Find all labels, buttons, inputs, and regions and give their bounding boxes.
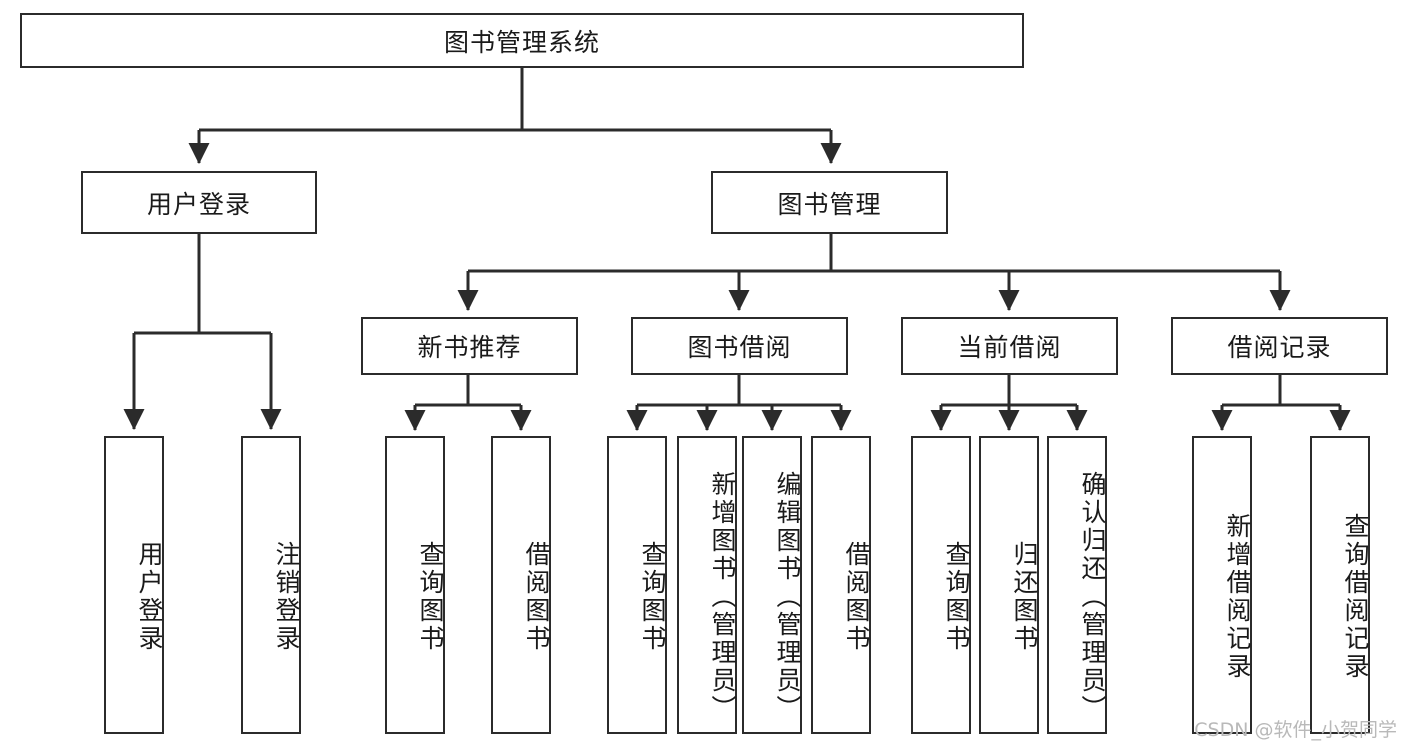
node-book-manage[interactable]: 图书管理 (711, 171, 948, 234)
node-user-login[interactable]: 用户登录 (81, 171, 317, 234)
node-leaf-edit-book-admin[interactable]: 编辑图书（管理员） (742, 436, 802, 734)
node-leaf-logout-login-label: 注销登录 (272, 541, 301, 653)
node-leaf-borrow-book-1-label: 借阅图书 (522, 541, 551, 653)
node-leaf-query-borrow-record[interactable]: 查询借阅记录 (1310, 436, 1370, 734)
node-root[interactable]: 图书管理系统 (20, 13, 1024, 68)
node-user-login-label: 用户登录 (146, 189, 251, 219)
node-leaf-borrow-book-1[interactable]: 借阅图书 (491, 436, 551, 734)
node-leaf-add-book-admin-label: 新增图书（管理员） (708, 471, 737, 723)
node-leaf-edit-book-admin-label: 编辑图书（管理员） (773, 471, 802, 723)
node-leaf-query-book-3-label: 查询图书 (942, 541, 971, 653)
node-book-borrow[interactable]: 图书借阅 (631, 317, 848, 375)
node-leaf-query-book-3[interactable]: 查询图书 (911, 436, 971, 734)
csdn-watermark: CSDN @软件_小贺同学 (1194, 719, 1397, 741)
node-leaf-add-borrow-record[interactable]: 新增借阅记录 (1192, 436, 1252, 734)
node-leaf-return-book-label: 归还图书 (1010, 541, 1039, 653)
node-new-book-recommend[interactable]: 新书推荐 (361, 317, 578, 375)
node-leaf-logout-login[interactable]: 注销登录 (241, 436, 301, 734)
node-root-label: 图书管理系统 (443, 27, 600, 57)
node-leaf-borrow-book-2-label: 借阅图书 (842, 541, 871, 653)
node-borrow-record-label: 借阅记录 (1227, 333, 1332, 362)
node-book-manage-label: 图书管理 (777, 189, 882, 219)
node-borrow-record[interactable]: 借阅记录 (1171, 317, 1388, 375)
node-current-borrow[interactable]: 当前借阅 (901, 317, 1118, 375)
node-leaf-query-book-1-label: 查询图书 (416, 541, 445, 653)
node-leaf-confirm-return-admin-label: 确认归还（管理员） (1078, 471, 1107, 723)
node-leaf-query-book-2-label: 查询图书 (638, 541, 667, 653)
node-book-borrow-label: 图书借阅 (687, 333, 792, 362)
node-leaf-return-book[interactable]: 归还图书 (979, 436, 1039, 734)
node-leaf-add-borrow-record-label: 新增借阅记录 (1223, 513, 1252, 681)
node-leaf-user-login[interactable]: 用户登录 (104, 436, 164, 734)
node-leaf-borrow-book-2[interactable]: 借阅图书 (811, 436, 871, 734)
node-leaf-confirm-return-admin[interactable]: 确认归还（管理员） (1047, 436, 1107, 734)
node-leaf-user-login-label: 用户登录 (135, 541, 164, 653)
node-current-borrow-label: 当前借阅 (957, 333, 1062, 362)
node-new-book-recommend-label: 新书推荐 (417, 333, 522, 362)
node-leaf-query-borrow-record-label: 查询借阅记录 (1341, 513, 1370, 681)
node-leaf-query-book-1[interactable]: 查询图书 (385, 436, 445, 734)
node-leaf-query-book-2[interactable]: 查询图书 (607, 436, 667, 734)
node-leaf-add-book-admin[interactable]: 新增图书（管理员） (677, 436, 737, 734)
